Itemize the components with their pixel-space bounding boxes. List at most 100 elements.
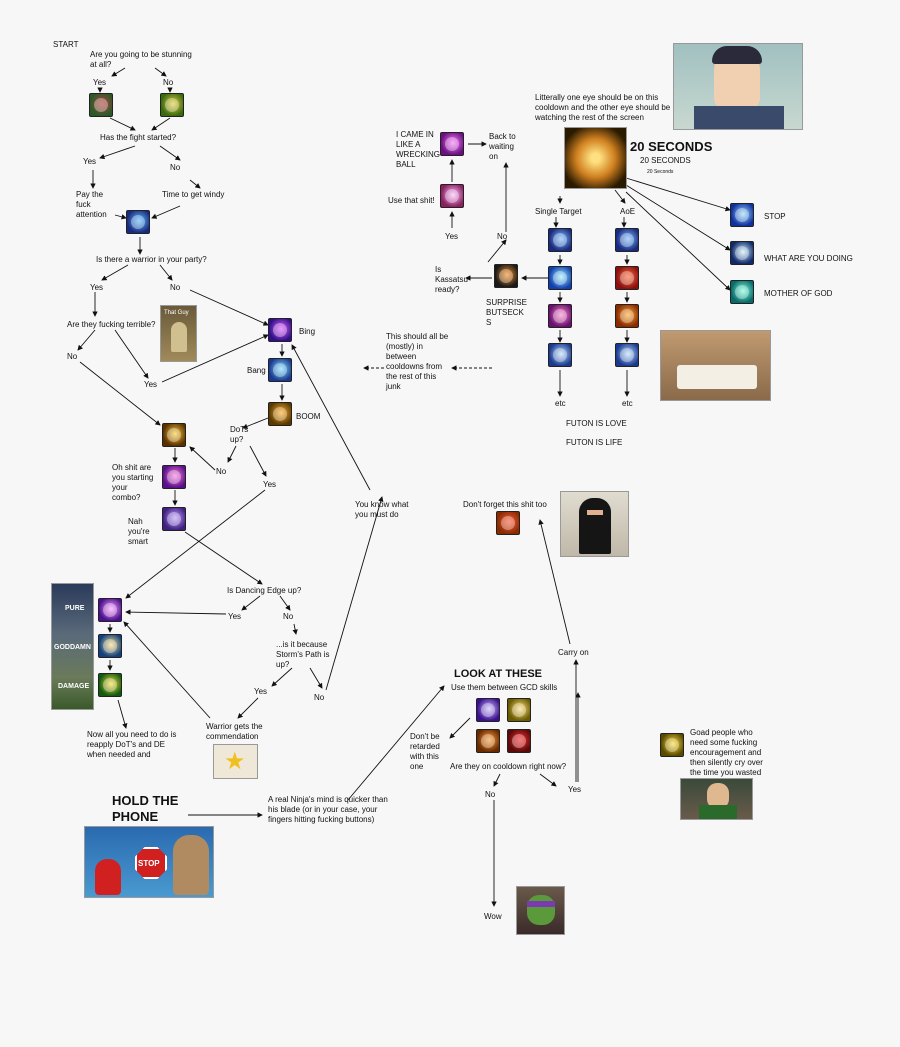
dont-forget-label: Don't forget this shit too: [463, 500, 547, 509]
ninja-baby-image: [560, 491, 629, 557]
what-are-you-doing-label: WHAT ARE YOU DOING: [764, 254, 853, 263]
anime-meme-image: [673, 43, 803, 130]
fuma-shuriken-icon: [89, 93, 113, 117]
damage-text: DAMAGE: [58, 683, 90, 690]
no-dots: No: [216, 467, 227, 476]
kiss-of-the-wasp-icon: [160, 93, 184, 117]
pure-dancing-icon: [98, 673, 122, 697]
that-guy-caption: That Guy: [164, 310, 189, 316]
mug-icon: [507, 698, 531, 722]
aoe-katon-icon: [615, 266, 639, 290]
ten-chi-jin-icon: [494, 264, 518, 288]
trick-attack-icon: [440, 132, 464, 156]
boom-label: BOOM: [296, 412, 321, 421]
no-storms: No: [314, 693, 325, 702]
pay-attention-label: Pay the fuck attention: [76, 190, 107, 219]
pure-text: PURE: [65, 605, 85, 612]
stop-sign-elmo-image: STOP: [84, 826, 214, 898]
crying-meme-image: [680, 778, 753, 820]
yes-dancing: Yes: [228, 612, 242, 621]
mother-of-god-label: MOTHER OF GOD: [764, 289, 833, 298]
fight-question: Has the fight started?: [100, 133, 177, 142]
on-cooldown-question: Are they on cooldown right now?: [450, 762, 567, 771]
no-fight: No: [170, 163, 181, 172]
you-know-label: You know what you must do: [355, 500, 409, 519]
jugulate-icon: [476, 729, 500, 753]
wow-label: Wow: [484, 912, 502, 921]
look-at-these-label: LOOK AT THESE: [454, 668, 542, 680]
warrior-question: Is there a warrior in your party?: [96, 255, 207, 264]
goad-label: Goad people who need some fucking encour…: [690, 728, 763, 777]
dont-be-retarded-label: Don't be retarded with this one: [410, 732, 440, 771]
ninja-turtle-image: [516, 886, 565, 935]
aoe-fuma2-icon: [615, 343, 639, 367]
no-stunning: No: [163, 78, 174, 87]
no-warrior: No: [170, 283, 181, 292]
twenty-seconds-small: 20 Seconds: [647, 169, 674, 175]
huton-icon: [730, 280, 754, 304]
storms-path-question: ...is it because Storm's Path is up?: [276, 640, 330, 669]
kassatsu-question: Is Kassatsu ready?: [435, 265, 468, 294]
yes-warrior: Yes: [90, 283, 104, 292]
yes-dots: Yes: [263, 480, 277, 489]
ninjutsu-icon: [440, 184, 464, 208]
time-to-get-windy-label: Time to get windy: [162, 190, 225, 199]
gust-slash-icon: [268, 358, 292, 382]
aeolian-edge-icon: [268, 402, 292, 426]
yes-terrible: Yes: [144, 380, 158, 389]
hyoton-icon: [730, 241, 754, 265]
bing-label: Bing: [299, 327, 316, 336]
surprise-label: SURPRISE BUTSECK S: [486, 298, 527, 327]
shade-shift-icon: [476, 698, 500, 722]
aoe-doton-icon: [615, 304, 639, 328]
oh-shit-label: Oh shit are you starting your combo?: [112, 463, 154, 502]
pure-goddamn-damage-image: PURE GODDAMN DAMAGE: [51, 583, 94, 710]
warrior-commendation-label: Warrior gets the commendation: [206, 722, 263, 741]
goddamn-text: GODDAMN: [54, 644, 91, 651]
bang-label: Bang: [247, 366, 266, 375]
wrecking-ball-label: I CAME IN LIKE A WRECKING BALL: [396, 130, 440, 169]
terrible-question: Are they fucking terrible?: [67, 320, 156, 329]
dots-question: DoTs up?: [230, 425, 249, 444]
reapply-label: Now all you need to do is reapply DoT's …: [87, 730, 177, 759]
futon-image: [660, 330, 771, 401]
futon-life-label: FUTON IS LIFE: [566, 438, 623, 447]
use-between-gcd-label: Use them between GCD skills: [451, 683, 558, 692]
gold-star-image: ★: [213, 744, 258, 779]
ninja-mind-label: A real Ninja's mind is quicker than his …: [268, 795, 388, 824]
st-fuma-icon: [548, 228, 572, 252]
dream-within-icon: [496, 511, 520, 535]
literally-label: Litterally one eye should be on this coo…: [535, 93, 671, 122]
no-cooldown: No: [485, 790, 496, 799]
shadow-fang-icon: [162, 423, 186, 447]
single-target-label: Single Target: [535, 207, 582, 216]
spinning-edge-icon: [268, 318, 292, 342]
stop-sign-text: STOP: [138, 859, 160, 868]
twenty-seconds-mid: 20 SECONDS: [640, 156, 691, 165]
etc-single: etc: [555, 399, 566, 408]
dancing-edge-question: Is Dancing Edge up?: [227, 586, 302, 595]
twenty-seconds-cooldown-icon: [564, 127, 627, 189]
yes-stunning: Yes: [93, 78, 107, 87]
no-dancing: No: [283, 612, 294, 621]
cooldowns-note: This should all be (mostly) in between c…: [386, 332, 449, 391]
stop-label: STOP: [764, 212, 786, 221]
that-guy-image: That Guy: [160, 305, 197, 362]
st-fuma2-icon: [548, 343, 572, 367]
yes-cooldown: Yes: [568, 785, 582, 794]
start-label: START: [53, 40, 79, 49]
carry-on-label: Carry on: [558, 648, 589, 657]
back-to-waiting-label: Back to waiting on: [489, 132, 516, 161]
twenty-seconds-big: 20 SECONDS: [630, 139, 713, 154]
pure-gust-icon: [98, 634, 122, 658]
aoe-fuma-icon: [615, 228, 639, 252]
yes-fight: Yes: [83, 157, 97, 166]
aoe-label: AoE: [620, 207, 636, 216]
duality-icon: [507, 729, 531, 753]
futon-love-label: FUTON IS LOVE: [566, 419, 627, 428]
no-terrible: No: [67, 352, 78, 361]
use-that-shit-label: Use that shit!: [388, 196, 435, 205]
hold-the-phone-label: HOLD THE PHONE: [112, 793, 179, 824]
combo-gust-icon: [162, 507, 186, 531]
raiton-icon: [730, 203, 754, 227]
